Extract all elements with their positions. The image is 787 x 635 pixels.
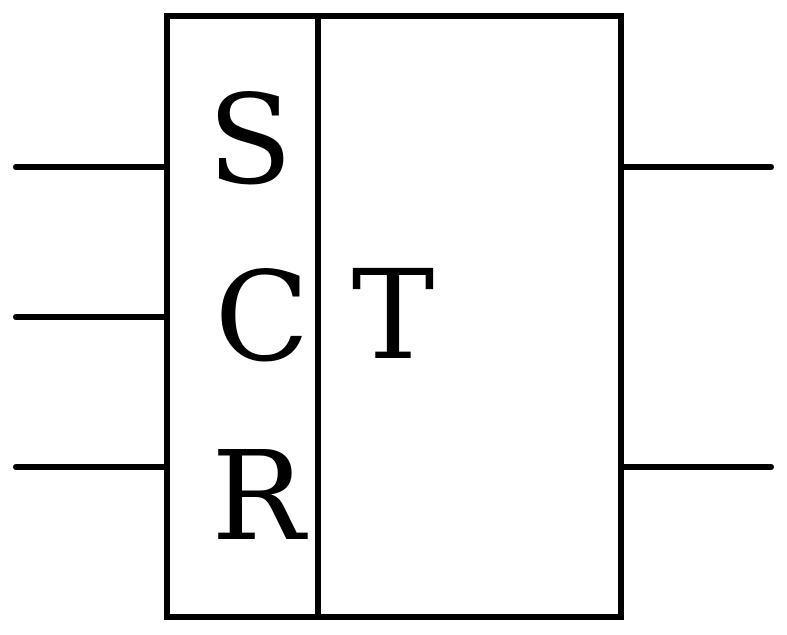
clock-label: C — [215, 246, 310, 390]
reset-label: R — [211, 425, 308, 569]
flip-flop-type-label: T — [352, 244, 435, 388]
set-label: S — [208, 69, 293, 213]
flip-flop-body — [164, 13, 624, 620]
